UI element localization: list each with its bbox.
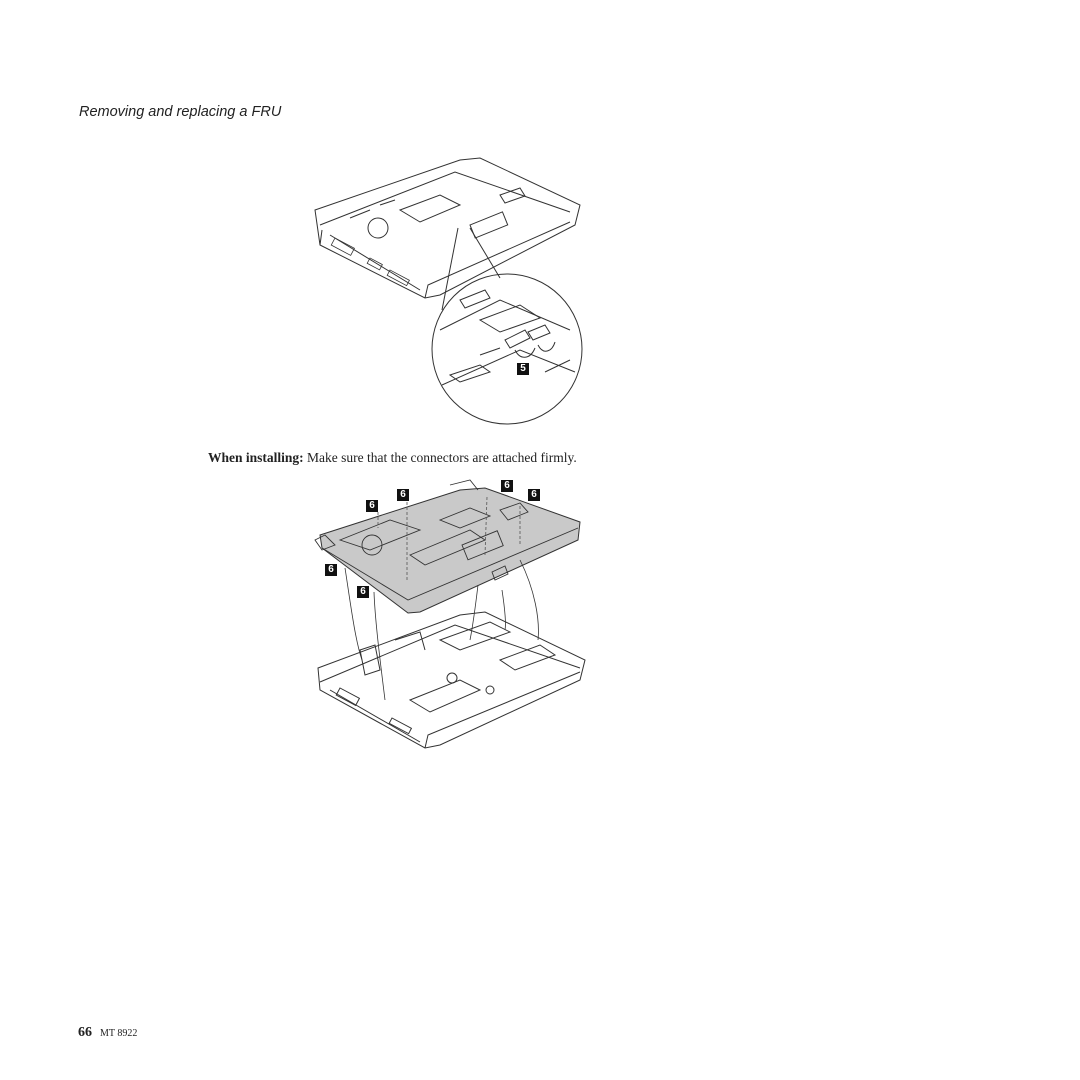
callout-6: 6 — [325, 564, 337, 576]
instruction-text: Make sure that the connectors are attach… — [307, 450, 577, 465]
install-instruction: When installing: Make sure that the conn… — [208, 450, 577, 466]
callout-6: 6 — [501, 480, 513, 492]
callout-5: 5 — [517, 363, 529, 375]
callout-6: 6 — [357, 586, 369, 598]
callout-6: 6 — [528, 489, 540, 501]
callout-6: 6 — [366, 500, 378, 512]
machine-type: MT 8922 — [100, 1028, 138, 1039]
page-number: 66 — [78, 1025, 92, 1040]
instruction-label: When installing: — [208, 450, 304, 465]
section-header: Removing and replacing a FRU — [79, 104, 282, 120]
page-footer: 66 MT 8922 — [78, 1023, 137, 1041]
callout-6: 6 — [397, 489, 409, 501]
